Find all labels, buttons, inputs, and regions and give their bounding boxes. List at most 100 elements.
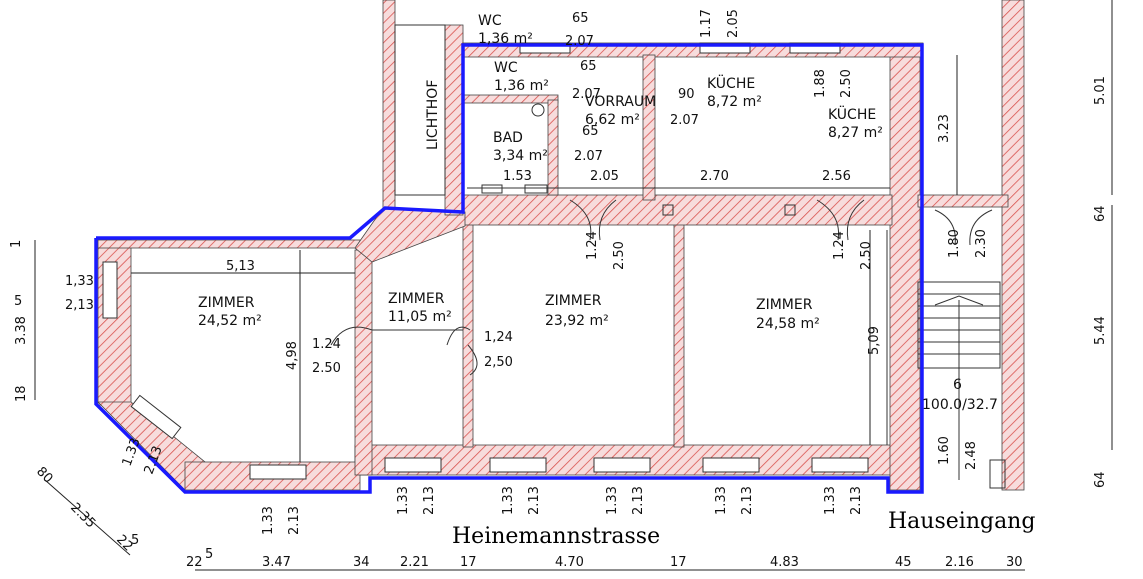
dim-133e: 1.33 <box>501 486 516 515</box>
dim-133a: 1,33 <box>65 274 94 289</box>
room-area-zimmer-1: 24,52 m² <box>198 313 262 329</box>
dim-544: 5.44 <box>1093 316 1108 345</box>
dim-205: 2.05 <box>590 169 619 184</box>
dim-bottom-483: 4.83 <box>770 555 799 570</box>
room-name-lichthof: LICHTHOF <box>425 80 441 150</box>
apartment-outline <box>94 43 924 494</box>
dim-250k: 2.50 <box>839 69 854 98</box>
dim-124c: 1.24 <box>312 337 341 352</box>
wall-lichthof-right <box>444 24 464 216</box>
dim-213h: 2.13 <box>849 486 864 515</box>
room-name-zimmer-3: ZIMMER <box>545 293 602 309</box>
wall-far-right <box>1001 0 1025 491</box>
dim-338-sup: 5 <box>14 294 22 309</box>
stair-number: 6 <box>953 377 962 393</box>
dim-180: 1.80 <box>947 229 962 258</box>
dim-133b: 1.33 <box>120 436 144 468</box>
entrance-label: Hauseingang <box>888 509 1035 534</box>
wall-bad-div <box>547 99 559 196</box>
staircase <box>917 281 1006 489</box>
dim-235: 2.35 <box>67 500 98 531</box>
dim-124b: 1.24 <box>832 231 847 260</box>
dim-bottom-34: 34 <box>353 555 370 570</box>
dim-bottom-221: 2.21 <box>400 555 429 570</box>
dim-133g: 1.33 <box>714 486 729 515</box>
dim-bottom-216: 2.16 <box>945 555 974 570</box>
dim-250c: 2.50 <box>312 361 341 376</box>
wall-partition-1 <box>354 249 373 476</box>
dim-133f: 1.33 <box>605 486 620 515</box>
dim-250b: 2.50 <box>859 241 874 270</box>
room-area-bad: 3,34 m² <box>493 148 548 164</box>
dim-230: 2.30 <box>974 229 989 258</box>
dim-124a: 1.24 <box>585 231 600 260</box>
room-area-vorraum: 6,62 m² <box>585 112 640 128</box>
dim-501: 5.01 <box>1093 76 1108 105</box>
dim-bottom-17b: 17 <box>670 555 687 570</box>
dim-80: 80 <box>33 464 55 486</box>
dim-160: 1.60 <box>937 436 952 465</box>
room-area-wc: 1,36 m² <box>494 78 549 94</box>
dim-207d: 2.07 <box>574 149 603 164</box>
room-name-wc-top: WC <box>478 13 502 29</box>
dimension-texts: 65 2.07 1.17 2.05 65 2.07 90 2.07 1.88 2… <box>9 9 1108 570</box>
dim-213g: 2.13 <box>740 486 755 515</box>
dim-270: 2.70 <box>700 169 729 184</box>
room-area-zimmer-2: 11,05 m² <box>388 309 452 325</box>
dim-133h: 1.33 <box>823 486 838 515</box>
dim-bottom-17a: 17 <box>460 555 477 570</box>
dim-1: 1 <box>9 240 24 248</box>
dim-213a: 2,13 <box>65 298 94 313</box>
wall-middle <box>461 194 893 226</box>
dim-bottom-22-sup: 5 <box>205 547 213 562</box>
dim-22a-sup: 5 <box>131 533 139 548</box>
dim-133c: 1.33 <box>261 506 276 535</box>
dim-213e: 2.13 <box>527 486 542 515</box>
room-name-zimmer-2: ZIMMER <box>388 291 445 307</box>
dim-bottom-470: 4.70 <box>555 555 584 570</box>
room-name-zimmer-1: ZIMMER <box>198 295 255 311</box>
dim-338: 3.38 <box>14 316 29 345</box>
wall-partition-3 <box>673 221 685 448</box>
walls <box>97 0 1025 491</box>
room-name-zimmer-4: ZIMMER <box>756 297 813 313</box>
dim-90: 90 <box>678 87 695 102</box>
dim-513: 5,13 <box>226 259 255 274</box>
dim-207c: 2.07 <box>670 113 699 128</box>
room-name-kueche-2: KÜCHE <box>828 105 876 123</box>
dim-213d: 2.13 <box>422 486 437 515</box>
room-area-zimmer-4: 24,58 m² <box>756 316 820 332</box>
dim-250a: 2.50 <box>612 241 627 270</box>
dim-133d: 1.33 <box>396 486 411 515</box>
dim-323: 3.23 <box>937 114 952 143</box>
room-area-zimmer-3: 23,92 m² <box>545 313 609 329</box>
dim-bottom-22: 22 <box>186 555 203 570</box>
dimension-lines <box>34 0 1113 571</box>
wall-partition-2 <box>462 221 474 448</box>
dim-bottom-30: 30 <box>1006 555 1023 570</box>
dim-207a: 2.07 <box>565 34 594 49</box>
dim-18: 18 <box>14 385 29 402</box>
room-name-wc: WC <box>494 60 518 76</box>
dim-117: 1.17 <box>699 9 714 38</box>
dim-124d: 1,24 <box>484 330 513 345</box>
dim-bottom-45: 45 <box>895 555 912 570</box>
dim-207b: 2.07 <box>572 87 601 102</box>
wall-top-left <box>97 239 361 249</box>
dim-205-top: 2.05 <box>726 9 741 38</box>
wall-stair-top <box>917 194 1009 208</box>
wall-middle-diag <box>354 207 466 263</box>
dim-248: 2.48 <box>964 441 979 470</box>
street-name: Heinemannstrasse <box>452 524 660 549</box>
room-area-wc-top: 1,36 m² <box>478 31 533 47</box>
dim-64b: 64 <box>1093 471 1108 488</box>
dim-509: 5,09 <box>867 326 882 355</box>
room-area-kueche-1: 8,72 m² <box>707 94 762 110</box>
dim-153: 1.53 <box>503 169 532 184</box>
room-name-bad: BAD <box>493 130 523 146</box>
dim-256: 2.56 <box>822 169 851 184</box>
wall-kitchen-div <box>642 54 656 201</box>
dim-65b: 65 <box>580 59 597 74</box>
wall-lichthof-left <box>382 0 396 209</box>
